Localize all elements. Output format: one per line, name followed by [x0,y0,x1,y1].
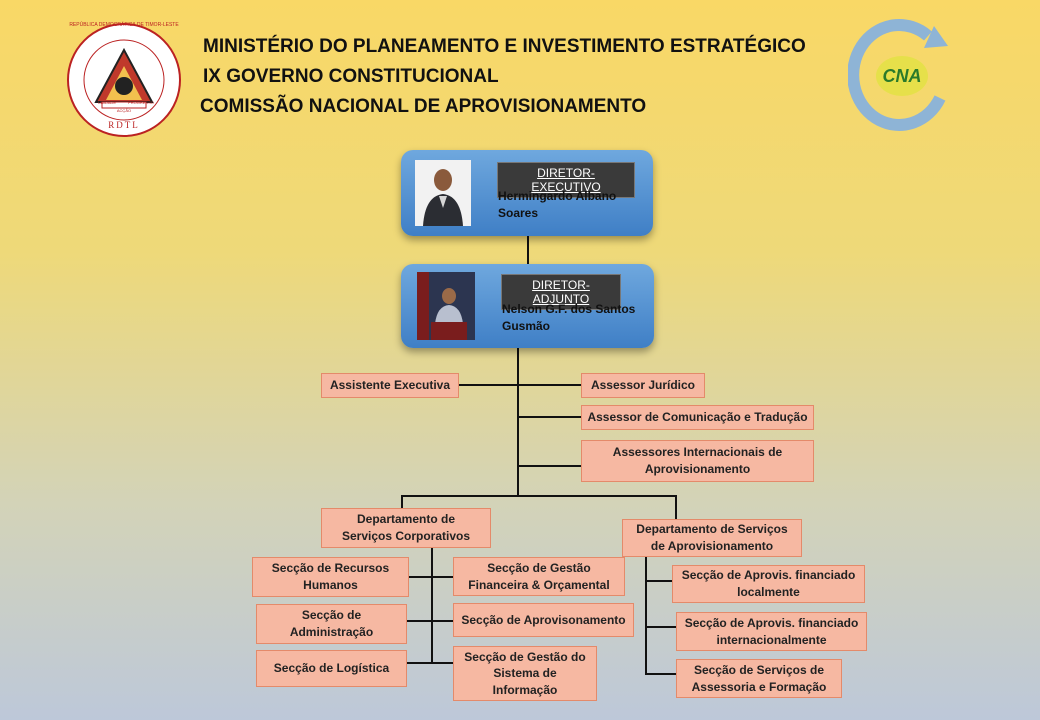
cna-logo: CNA [847,18,958,136]
connector [645,580,672,582]
director-photo [415,160,471,226]
header-commission: COMISSÃO NACIONAL DE APROVISIONAMENTO [200,96,647,117]
corporate-services-department: Departamento de Serviços Corporativos [321,508,491,548]
director-role-label: DIRETOR-EXECUTIVO [497,162,635,198]
emblem-ring-text: REPÚBLICA DEMOCRÁTICA DE TIMOR-LESTE [69,22,179,28]
legal-advisor-box: Assessor Jurídico [581,373,705,398]
logistics-section: Secção de Logística [256,650,407,687]
connector [645,673,676,675]
director-executive-card: DIRETOR-EXECUTIVO Hermingardo Albano Soa… [401,150,653,236]
emblem-bottom-text: RDTL [108,120,140,130]
connector [407,620,453,622]
emblem-motto-1: UNIDADE [97,100,116,105]
advisory-training-section: Secção de Serviços de Assessoria e Forma… [676,659,842,698]
director-name: Hermingardo Albano Soares [498,189,617,220]
connector [407,662,453,664]
header-government: IX GOVERNO CONSTITUCIONAL [203,66,499,87]
international-advisors-box: Assessores Internacionais de Aprovisiona… [581,440,814,482]
communication-advisor-box: Assessor de Comunicação e Tradução [581,405,814,430]
connector [517,348,519,496]
connector [431,547,433,663]
connector [409,576,453,578]
connector [401,495,677,497]
deputy-role-label: DIRETOR-ADJUNTO [501,274,621,310]
procurement-services-department: Departamento de Serviços de Aprovisionam… [622,519,802,557]
procurement-section: Secção de Aprovisonamento [453,603,634,637]
connector [675,495,677,521]
local-procurement-section: Secção de Aprovis. financiado localmente [672,565,865,603]
connector [401,495,403,509]
deputy-name: Nelson G.F. dos Santos Gusmão [502,302,636,333]
connector [517,416,581,418]
connector [517,465,581,467]
executive-assistant-box: Assistente Executiva [321,373,459,398]
connector [645,626,676,628]
hr-section: Secção de Recursos Humanos [252,557,409,597]
finance-section: Secção de Gestão Financeira & Orçamental [453,557,625,596]
emblem-motto-3: ACÇÃO [116,108,132,113]
connector [645,556,647,674]
connector [527,236,529,266]
international-procurement-section: Secção de Aprovis. financiado internacio… [676,612,867,651]
connector [459,384,581,386]
emblem-motto-2: PROGRESSO [128,100,154,105]
deputy-photo [417,272,475,340]
administration-section: Secção de Administração [256,604,407,644]
cna-logo-text: CNA [882,66,922,86]
information-system-section: Secção de Gestão do Sistema de Informaçã… [453,646,597,701]
header-ministry: MINISTÉRIO DO PLANEAMENTO E INVESTIMENTO… [203,36,806,57]
rdtl-emblem: REPÚBLICA DEMOCRÁTICA DE TIMOR-LESTE UNI… [66,22,182,138]
deputy-director-card: DIRETOR-ADJUNTO Nelson G.F. dos Santos G… [401,264,654,348]
